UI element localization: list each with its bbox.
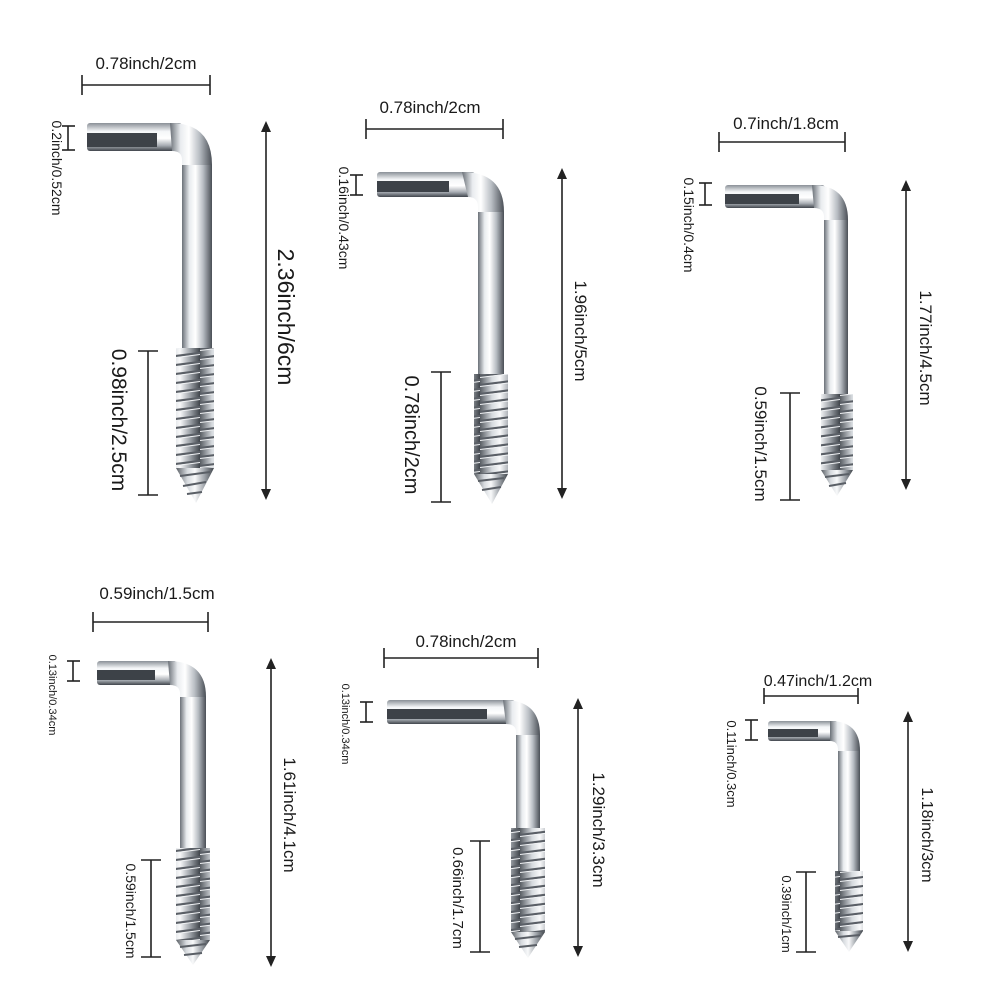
- hook-5-thread-label: 0.66inch/1.7cm: [449, 847, 466, 949]
- hook-3-width-dimension: 0.7inch/1.8cm: [718, 114, 846, 152]
- hook-1-length-dimension: 2.36inch/6cm: [261, 121, 299, 500]
- hook-5-width-label: 0.78inch/2cm: [415, 632, 516, 651]
- hook-4-width-dimension: 0.59inch/1.5cm: [92, 584, 215, 632]
- hook-1: 0.78inch/2cm 0.2inch/0.52cm 2.36inch/6cm…: [49, 54, 299, 503]
- hook-5: 0.78inch/2cm 0.13inch/0.34cm 1.29inch/3.…: [339, 632, 608, 958]
- hook-1-width-dimension: 0.78inch/2cm: [81, 54, 211, 95]
- hook-2-width-label: 0.78inch/2cm: [379, 98, 480, 117]
- hook-4-tip-label: 0.13inch/0.34cm: [46, 655, 58, 736]
- hook-1-length-label: 2.36inch/6cm: [273, 249, 299, 386]
- hook-3-tip-label: 0.15inch/0.4cm: [681, 178, 697, 273]
- hook-5-tip-label: 0.13inch/0.34cm: [339, 684, 351, 765]
- hook-3-length-label: 1.77inch/4.5cm: [916, 290, 935, 405]
- hook-2: 0.78inch/2cm 0.16inch/0.43cm 1.96inch/5c…: [336, 98, 590, 504]
- hook-4-thread-label: 0.59inch/1.5cm: [123, 864, 139, 959]
- hook-6-thread-label: 0.39inch/1cm: [779, 875, 794, 952]
- hook-6-width-label: 0.47inch/1.2cm: [764, 673, 873, 690]
- hook-4-length-dimension: 1.61inch/4.1cm: [266, 658, 299, 967]
- hook-6-tip-label: 0.11inch/0.3cm: [724, 720, 739, 807]
- hook-2-thread-dimension: 0.78inch/2cm: [400, 371, 451, 503]
- hook-1-thread-label: 0.98inch/2.5cm: [107, 349, 130, 491]
- hook-6-length-dimension: 1.18inch/3cm: [903, 711, 935, 952]
- hook-4-thread-dimension: 0.59inch/1.5cm: [123, 859, 161, 959]
- hook-6-length-label: 1.18inch/3cm: [918, 787, 935, 882]
- hook-3-thread-dimension: 0.59inch/1.5cm: [751, 386, 800, 502]
- hook-1-width-label: 0.78inch/2cm: [95, 54, 196, 73]
- hook-5-length-label: 1.29inch/3.3cm: [589, 772, 608, 887]
- hook-3-body: [725, 185, 853, 496]
- hook-4: 0.59inch/1.5cm 0.13inch/0.34cm 1.61inch/…: [46, 584, 299, 967]
- hook-5-width-dimension: 0.78inch/2cm: [383, 632, 539, 668]
- hook-4-length-label: 1.61inch/4.1cm: [280, 757, 299, 872]
- hook-3: 0.7inch/1.8cm 0.15inch/0.4cm 1.77inch/4.…: [681, 114, 935, 502]
- hook-5-thread-dimension: 0.66inch/1.7cm: [449, 840, 490, 953]
- hook-4-body: [97, 661, 210, 965]
- hook-2-length-dimension: 1.96inch/5cm: [557, 168, 590, 499]
- hook-2-tip-label: 0.16inch/0.43cm: [336, 167, 352, 270]
- hook-6-body: [768, 721, 863, 952]
- hook-6-tip-dimension: 0.11inch/0.3cm: [724, 719, 758, 808]
- hook-5-length-dimension: 1.29inch/3.3cm: [573, 698, 608, 957]
- hook-2-width-dimension: 0.78inch/2cm: [365, 98, 504, 139]
- hook-2-tip-dimension: 0.16inch/0.43cm: [336, 167, 363, 270]
- hook-5-tip-dimension: 0.13inch/0.34cm: [339, 684, 373, 765]
- hook-3-length-dimension: 1.77inch/4.5cm: [901, 180, 935, 490]
- hook-3-thread-label: 0.59inch/1.5cm: [751, 386, 770, 501]
- hook-1-body: [87, 123, 214, 503]
- hook-4-tip-dimension: 0.13inch/0.34cm: [46, 655, 80, 736]
- hook-1-thread-dimension: 0.98inch/2.5cm: [107, 349, 158, 496]
- hook-2-body: [377, 172, 508, 504]
- hook-1-tip-dimension: 0.2inch/0.52cm: [49, 121, 75, 216]
- hook-4-width-label: 0.59inch/1.5cm: [99, 584, 214, 603]
- hook-6-thread-dimension: 0.39inch/1cm: [779, 871, 816, 953]
- hook-6-width-dimension: 0.47inch/1.2cm: [763, 673, 873, 704]
- hook-3-tip-dimension: 0.15inch/0.4cm: [681, 178, 712, 273]
- hook-5-body: [387, 700, 545, 958]
- hook-2-length-label: 1.96inch/5cm: [571, 280, 590, 381]
- hook-2-thread-label: 0.78inch/2cm: [400, 376, 422, 495]
- hook-1-tip-label: 0.2inch/0.52cm: [49, 121, 65, 216]
- hook-3-width-label: 0.7inch/1.8cm: [733, 114, 839, 133]
- hook-6: 0.47inch/1.2cm 0.11inch/0.3cm 1.18inch/3…: [724, 673, 935, 953]
